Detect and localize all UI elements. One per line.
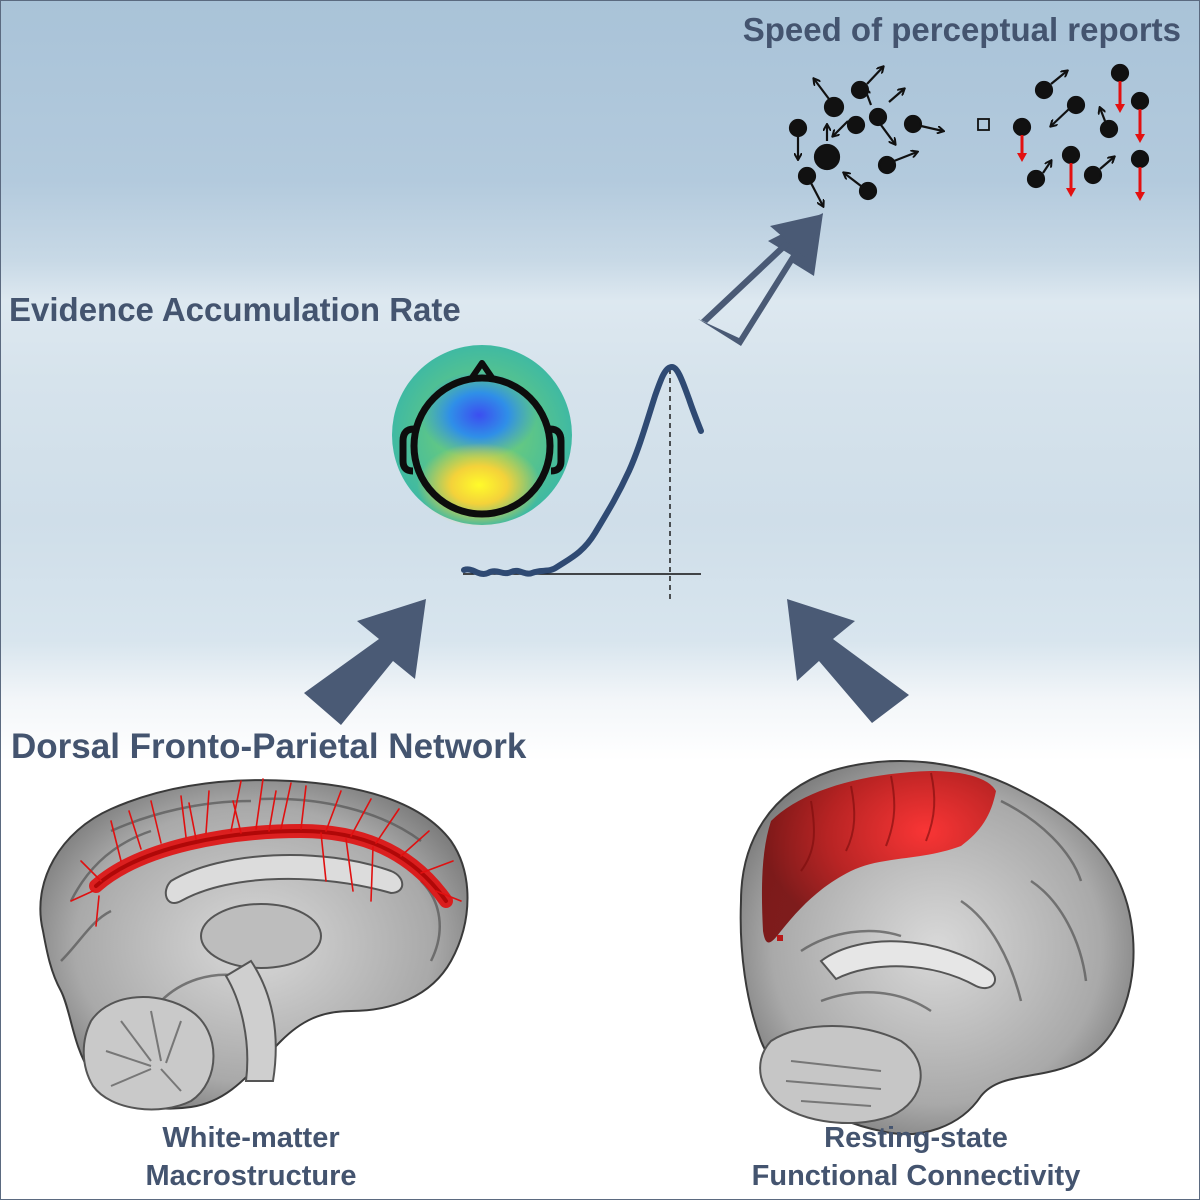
resting-state-caption-line1: Resting-state (824, 1122, 1008, 1154)
eeg-topography-head (392, 345, 572, 527)
dorsal-network-activation (761, 771, 996, 943)
evidence-accumulation-rate-title: Evidence Accumulation Rate (9, 291, 461, 328)
resting-state-caption: Resting-state Functional Connectivity (736, 1119, 1096, 1195)
cpp-waveform-plot (461, 364, 704, 601)
arrow-from-resting-state (787, 599, 909, 723)
fixation-square (977, 118, 990, 131)
white-matter-brain-image (39, 778, 469, 1111)
random-dot-stimulus-incoherent (788, 67, 943, 206)
arrow-from-white-matter (304, 599, 426, 725)
white-matter-caption: White-matter Macrostructure (71, 1119, 431, 1195)
speed-of-perceptual-reports-title: Speed of perceptual reports (742, 11, 1181, 48)
arrow-to-speed (698, 213, 823, 346)
dorsal-tract-fibers (70, 778, 462, 927)
resting-state-brain-image (739, 760, 1135, 1136)
random-dot-stimulus-coherent (1012, 63, 1150, 201)
dorsal-fronto-parietal-network-title: Dorsal Fronto-Parietal Network (11, 727, 527, 766)
white-matter-caption-line1: White-matter (162, 1122, 340, 1154)
resting-state-caption-line2: Functional Connectivity (751, 1160, 1081, 1192)
white-matter-caption-line2: Macrostructure (145, 1160, 357, 1192)
